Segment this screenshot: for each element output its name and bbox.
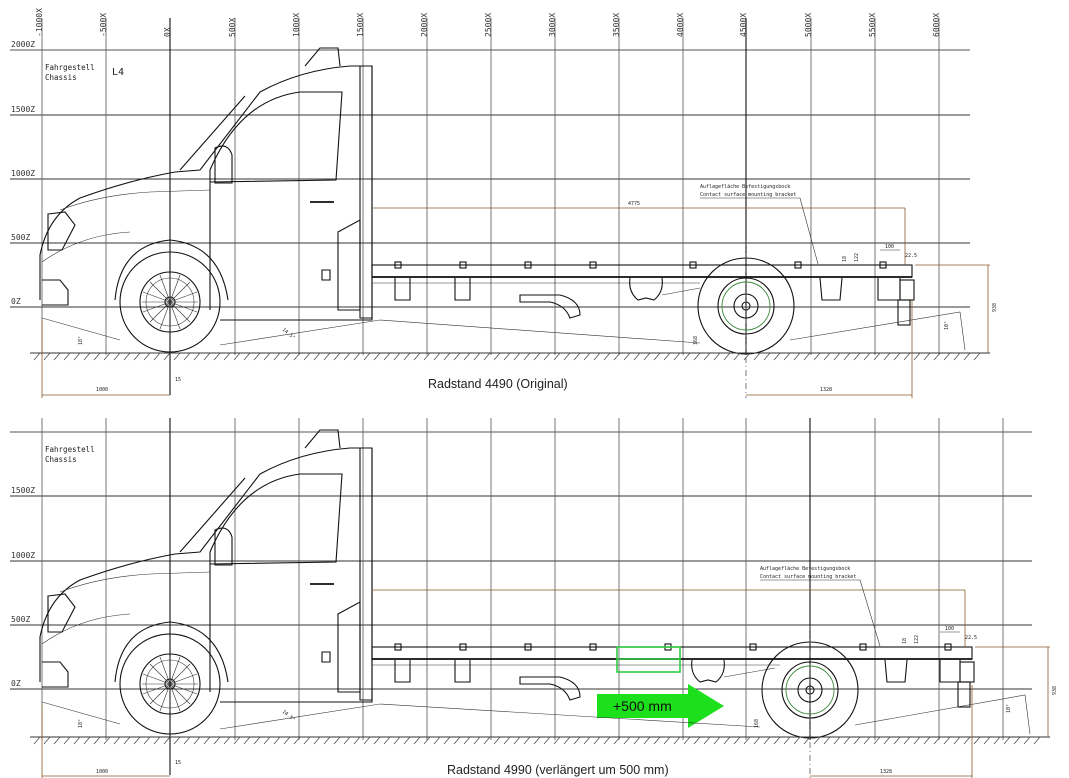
- svg-text:1000Z: 1000Z: [11, 169, 35, 178]
- svg-text:10°: 10°: [1006, 704, 1012, 713]
- caption-extended: Radstand 4990 (verlängert um 500 mm): [447, 763, 669, 777]
- extension-arrow: +500 mm: [597, 684, 724, 728]
- svg-text:100: 100: [945, 626, 954, 632]
- svg-text:1500Z: 1500Z: [11, 486, 35, 495]
- dimensions-original: 1000 15 1328 4775 100 22.5 18 122 938 16…: [41, 201, 998, 398]
- drawing-extended: 1500Z 1000Z 500Z 0Z Fahrgestell Chassis: [10, 418, 1058, 778]
- svg-text:500Z: 500Z: [11, 615, 30, 624]
- svg-text:5500X: 5500X: [868, 13, 877, 37]
- title-en: Chassis: [45, 73, 77, 82]
- svg-text:18: 18: [902, 638, 908, 644]
- caption-original: Radstand 4490 (Original): [428, 377, 568, 391]
- annotation-de: Auflagefläche Befestigungsbock: [700, 184, 790, 190]
- svg-text:2000X: 2000X: [420, 13, 429, 37]
- vehicle-cab-extended: [39, 429, 373, 703]
- svg-text:4000X: 4000X: [676, 13, 685, 37]
- annotation-de-extended: Auflagefläche Befestigungsbock: [760, 566, 850, 572]
- vehicle-cab: [39, 47, 373, 321]
- svg-text:1500Z: 1500Z: [11, 105, 35, 114]
- svg-text:22.5: 22.5: [905, 253, 917, 259]
- front-wheel: [114, 239, 229, 353]
- svg-text:6000X: 6000X: [932, 13, 941, 37]
- svg-text:0Z: 0Z: [11, 297, 21, 306]
- x-axis-labels: -1000X -500X 0X 500X 1000X 1500X 2000X 2…: [35, 8, 941, 37]
- svg-text:18°: 18°: [78, 719, 84, 728]
- ground-line: [30, 311, 990, 361]
- svg-text:18°: 18°: [78, 336, 84, 345]
- svg-text:2500X: 2500X: [484, 13, 493, 37]
- svg-text:2000Z: 2000Z: [11, 40, 35, 49]
- svg-text:1000: 1000: [96, 387, 108, 393]
- rear-wheel-extended: [761, 625, 859, 778]
- svg-text:0Z: 0Z: [11, 679, 21, 688]
- z-axis-labels: 2000Z 1500Z 1000Z 500Z 0Z: [11, 40, 35, 306]
- svg-text:15: 15: [175, 760, 181, 766]
- svg-text:14.5°: 14.5°: [281, 327, 296, 341]
- ground-line-extended: [30, 694, 1050, 745]
- title-de-extended: Fahrgestell: [45, 445, 95, 454]
- svg-text:15: 15: [175, 377, 181, 383]
- chassis-frame: [371, 261, 915, 326]
- svg-text:-1000X: -1000X: [35, 8, 44, 37]
- x-grid-lines-extended: [41, 418, 1004, 775]
- svg-text:18: 18: [842, 256, 848, 262]
- svg-text:-500X: -500X: [99, 13, 108, 37]
- svg-text:5000X: 5000X: [804, 13, 813, 37]
- svg-text:1000Z: 1000Z: [11, 551, 35, 560]
- svg-text:1000X: 1000X: [292, 13, 301, 37]
- svg-text:1000: 1000: [96, 769, 108, 775]
- front-wheel-extended: [114, 621, 229, 735]
- svg-text:122: 122: [854, 253, 860, 262]
- svg-text:500X: 500X: [228, 18, 237, 37]
- chassis-frame-extended: [371, 643, 975, 708]
- drawing-original: -1000X -500X 0X 500X 1000X 1500X 2000X 2…: [10, 8, 998, 398]
- svg-text:1500X: 1500X: [356, 13, 365, 37]
- svg-text:1328: 1328: [820, 387, 832, 393]
- svg-text:938: 938: [1052, 686, 1058, 695]
- svg-text:122: 122: [914, 635, 920, 644]
- annotation-en: Contact surface mounting bracket: [700, 192, 796, 198]
- title-en-extended: Chassis: [45, 455, 77, 464]
- svg-text:100: 100: [885, 244, 894, 250]
- svg-text:3000X: 3000X: [548, 13, 557, 37]
- svg-text:168: 168: [754, 719, 760, 728]
- z-axis-labels-extended: 1500Z 1000Z 500Z 0Z: [11, 486, 35, 688]
- rear-wheel: [697, 240, 795, 398]
- svg-text:938: 938: [992, 303, 998, 312]
- variant-label: L4: [112, 67, 124, 78]
- svg-text:22.5: 22.5: [965, 635, 977, 641]
- svg-text:168: 168: [693, 336, 699, 345]
- svg-text:500Z: 500Z: [11, 233, 30, 242]
- svg-text:10°: 10°: [944, 321, 950, 330]
- svg-text:4500X: 4500X: [739, 13, 748, 37]
- svg-text:3500X: 3500X: [612, 13, 621, 37]
- title-de: Fahrgestell: [45, 63, 95, 72]
- extension-label: +500 mm: [613, 698, 672, 714]
- svg-text:1328: 1328: [880, 769, 892, 775]
- annotation-en-extended: Contact surface mounting bracket: [760, 574, 856, 580]
- svg-text:4775: 4775: [628, 201, 640, 207]
- x-grid-lines: [41, 18, 940, 395]
- svg-text:0X: 0X: [163, 27, 172, 37]
- svg-text:14.5°: 14.5°: [281, 709, 296, 723]
